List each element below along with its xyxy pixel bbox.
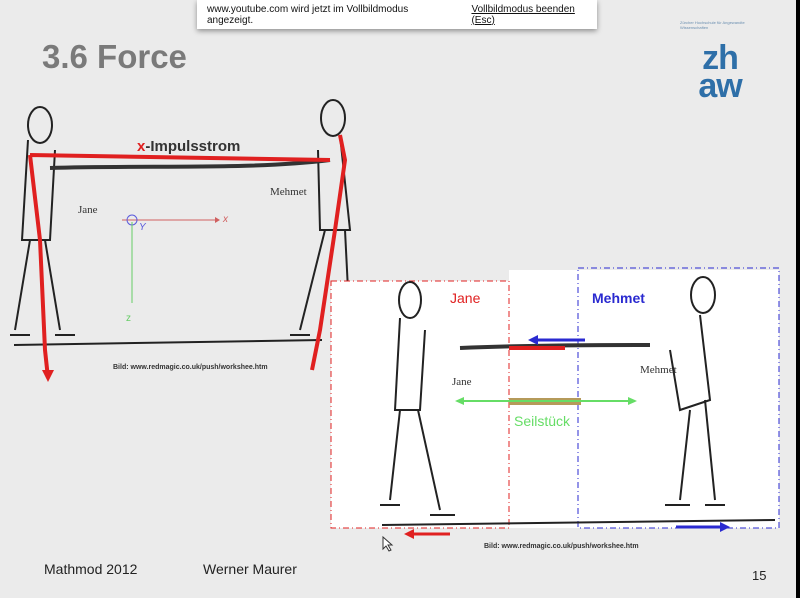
jane-box-label: Jane: [450, 290, 481, 306]
arrow-down-icon: [42, 370, 54, 382]
slide-title: 3.6 Force: [42, 38, 187, 75]
page-number: 15: [752, 568, 767, 583]
arrow-left-blue-icon: [528, 335, 538, 345]
name-jane-top: Jane: [78, 204, 98, 216]
name-mehmet-top: Mehmet: [270, 186, 307, 198]
arrow-right-green-icon: [628, 397, 637, 405]
logo-subtitle: Zürcher Hochschule für Angewandte Wissen…: [680, 20, 745, 30]
name-mehmet-bottom: Mehmet: [640, 364, 677, 376]
fullscreen-message: www.youtube.com wird jetzt im Vollbildmo…: [207, 3, 409, 26]
arrow-left-red-icon: [404, 529, 414, 539]
logo-aw: aw: [698, 67, 742, 105]
exit-fullscreen-link[interactable]: Vollbildmodus beenden (Esc): [471, 3, 575, 26]
impulse-stream-right: [310, 134, 348, 371]
top-figure-people: [10, 99, 365, 346]
axis-y-label: Y: [139, 222, 146, 233]
arrow-left-green-icon: [455, 397, 464, 405]
impulse-stream-left: [28, 153, 331, 379]
mouse-cursor-icon: [382, 535, 394, 552]
logo-zh: zh: [702, 39, 739, 77]
axis-z-label: z: [126, 313, 131, 324]
name-jane-bottom: Jane: [452, 376, 472, 388]
rope-segment-label: Seilstück: [514, 413, 571, 429]
fullscreen-notification: www.youtube.com wird jetzt im Vollbildmo…: [197, 0, 597, 29]
impulse-stream-label: x-Impulsstrom: [137, 138, 241, 155]
arrow-right-blue-icon: [720, 522, 730, 532]
axis-x-arrow-icon: [215, 217, 220, 223]
axis-x-label: x: [223, 214, 228, 225]
footer-author: Werner Maurer: [203, 561, 297, 577]
mehmet-box-label: Mehmet: [592, 290, 645, 306]
zhaw-logo: Zürcher Hochschule für Angewandte Wissen…: [680, 20, 760, 105]
footer-conference: Mathmod 2012: [44, 561, 138, 577]
bottom-image-credit: Bild: www.redmagic.co.uk/push/workshee.h…: [484, 543, 639, 550]
top-image-credit: Bild: www.redmagic.co.uk/push/workshee.h…: [113, 364, 268, 371]
